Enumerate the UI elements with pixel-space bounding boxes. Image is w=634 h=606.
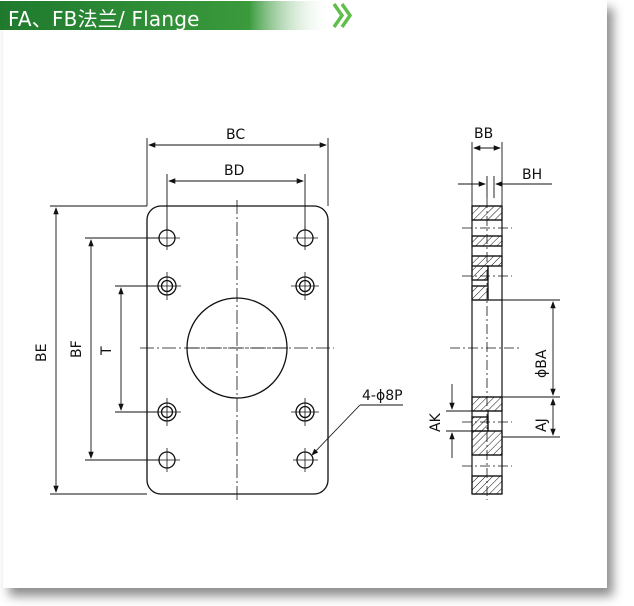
dim-bf	[85, 237, 160, 461]
dim-bh	[458, 176, 552, 198]
dim-ba	[502, 299, 560, 398]
dim-bd	[166, 174, 306, 230]
title-bar: FA、FB法兰/ Flange	[0, 0, 356, 31]
label-bc: BC	[226, 127, 245, 143]
dim-aj	[502, 396, 560, 438]
chevron-right-icon-2	[340, 3, 353, 28]
label-ak: AK	[428, 412, 444, 432]
dim-ak	[446, 384, 472, 458]
label-bb: BB	[474, 126, 493, 142]
label-bh: BH	[522, 167, 542, 183]
page-title: FA、FB法兰/ Flange	[8, 7, 200, 31]
side-view	[446, 142, 560, 500]
title-banner-shape	[0, 1, 353, 30]
front-view	[50, 138, 403, 500]
plate-outline	[146, 205, 329, 495]
label-bd: BD	[224, 163, 244, 179]
label-bf: BF	[69, 340, 85, 358]
dim-bc	[146, 138, 329, 206]
dim-be	[50, 205, 147, 495]
label-holes: 4-ϕ8P	[362, 388, 403, 404]
label-t: T	[99, 346, 115, 356]
dim-t	[115, 285, 158, 413]
label-be: BE	[34, 344, 50, 362]
label-aj: AJ	[534, 418, 550, 432]
dim-bb	[471, 142, 503, 206]
chevron-right-icon	[332, 3, 345, 28]
label-ba: ϕBA	[534, 349, 550, 378]
holes-leader	[311, 404, 403, 456]
